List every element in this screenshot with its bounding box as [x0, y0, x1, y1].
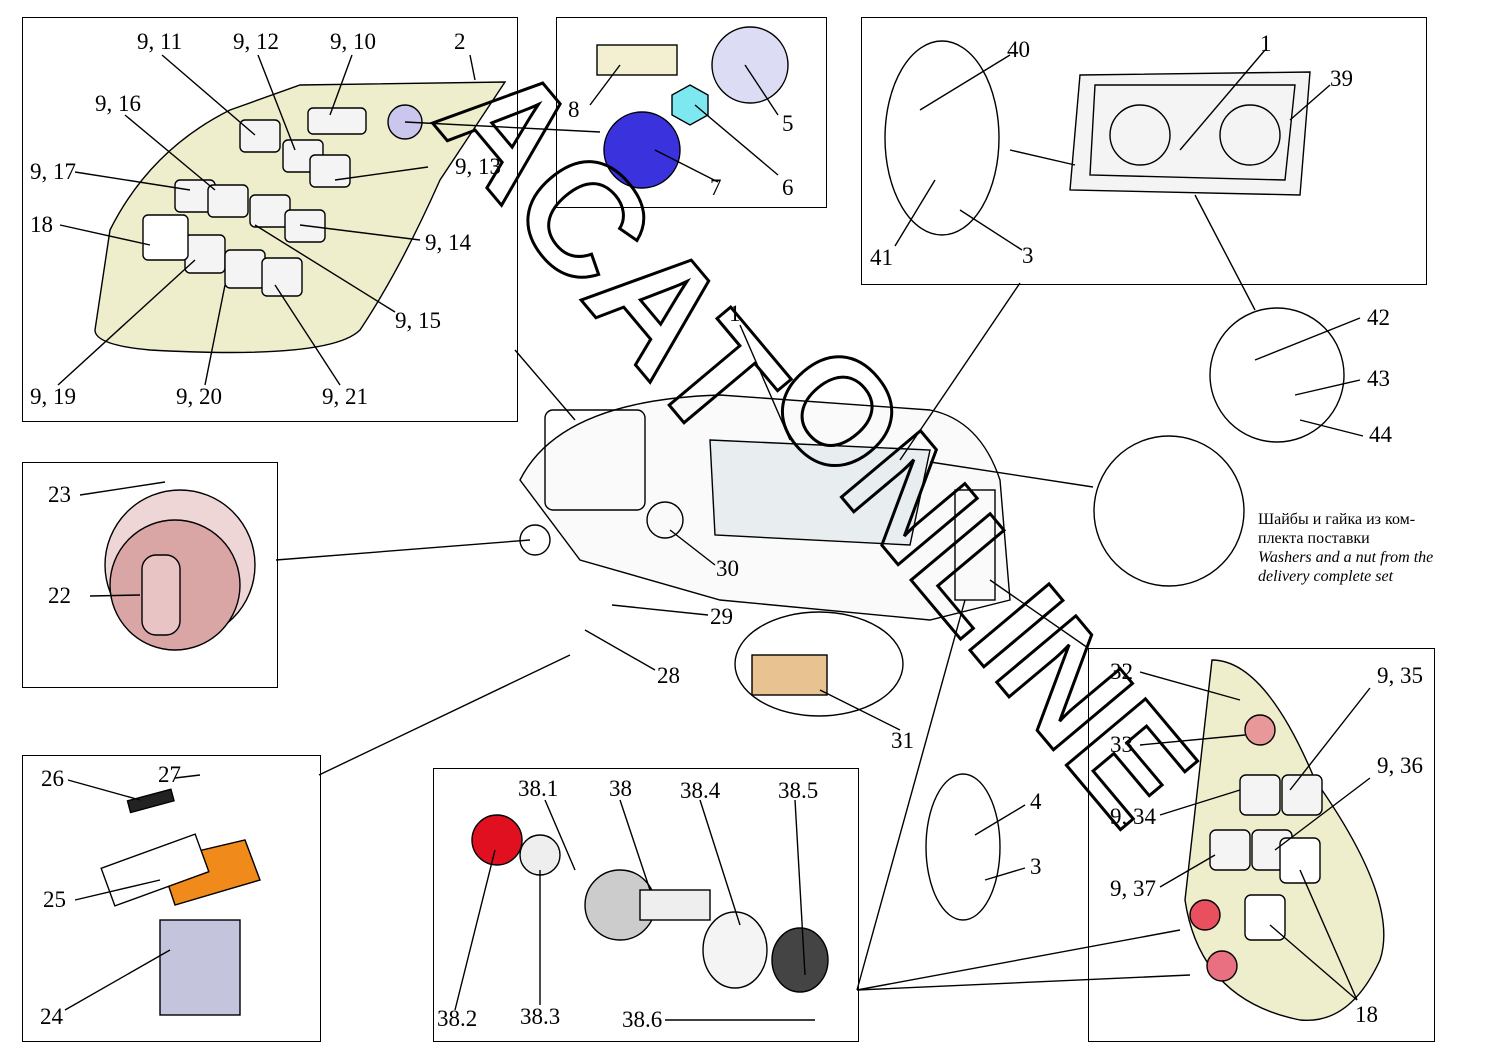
callout: 9, 36 [1377, 753, 1423, 778]
callout: 9, 14 [425, 230, 471, 255]
right-panel-inset [1088, 648, 1435, 1042]
callout: 9, 17 [30, 159, 76, 184]
light-switch-inset [22, 462, 278, 688]
callout: 18 [30, 212, 53, 237]
callout: 38.4 [680, 778, 721, 803]
callout: 31 [891, 728, 914, 753]
callout: 38.5 [778, 778, 819, 803]
callout: 2 [454, 29, 466, 54]
callout: 9, 34 [1110, 804, 1156, 829]
callout: 30 [716, 556, 739, 581]
callout: 18 [1355, 1002, 1378, 1027]
callout: 39 [1330, 66, 1353, 91]
note-ru-2: плекта поставки [1258, 530, 1370, 547]
callout: 23 [48, 482, 71, 507]
callout: 38 [609, 776, 632, 801]
callout: 9, 37 [1110, 876, 1156, 901]
button-parts-inset [433, 768, 859, 1042]
callout: 9, 19 [30, 384, 76, 409]
callout: 27 [158, 762, 181, 787]
callout: 38.6 [622, 1007, 663, 1032]
callout: 3 [1022, 243, 1034, 268]
callout: 28 [657, 663, 680, 688]
callout: 38.1 [518, 776, 559, 801]
callout: 41 [870, 245, 893, 270]
callout: 33 [1110, 732, 1133, 757]
note-en-2: delivery complete set [1258, 568, 1394, 585]
callout: 9, 11 [137, 29, 183, 54]
callout: 9, 13 [455, 154, 501, 179]
callout: 29 [710, 604, 733, 629]
callout: 8 [568, 97, 580, 122]
callout: 9, 16 [95, 91, 141, 116]
callout: 1 [729, 301, 741, 326]
callout: 9, 21 [322, 384, 368, 409]
callout: 9, 15 [395, 308, 441, 333]
callout: 9, 20 [176, 384, 222, 409]
washers-note: Шайбы и гайка из ком- плекта поставки Wa… [1258, 510, 1433, 586]
callout: 44 [1369, 422, 1392, 447]
callout: 7 [710, 175, 722, 200]
callout: 25 [43, 887, 66, 912]
callout: 4 [1030, 789, 1042, 814]
callout: 43 [1367, 366, 1390, 391]
callout: 26 [41, 766, 64, 791]
callout: 9, 35 [1377, 663, 1423, 688]
instrument-cluster-inset [861, 17, 1427, 285]
emergency-switch-inset [22, 755, 321, 1042]
callout: 6 [782, 175, 794, 200]
callout: 9, 10 [330, 29, 376, 54]
callout: 38.3 [520, 1004, 561, 1029]
callout: 38.2 [437, 1006, 478, 1031]
callout: 32 [1110, 659, 1133, 684]
callout: 42 [1367, 305, 1390, 330]
switch-panel-inset [22, 17, 518, 422]
knob-parts-inset [556, 17, 827, 208]
callout: 3 [1030, 854, 1042, 879]
note-ru-1: Шайбы и гайка из ком- [1258, 511, 1416, 528]
callout: 1 [1260, 31, 1272, 56]
callout: 40 [1007, 37, 1030, 62]
callout: 5 [782, 111, 794, 136]
callout: 22 [48, 583, 71, 608]
callout: 24 [40, 1004, 63, 1029]
note-en-1: Washers and a nut from the [1258, 549, 1434, 566]
callout: 9, 12 [233, 29, 279, 54]
